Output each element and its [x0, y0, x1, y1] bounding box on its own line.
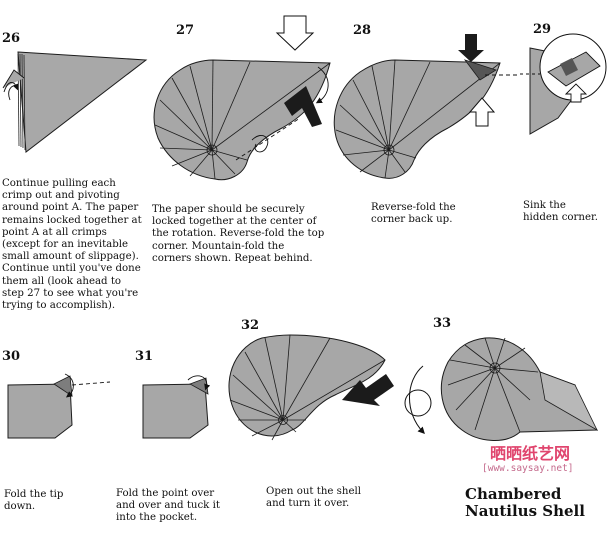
- step-31-figure: [142, 375, 211, 439]
- step-26-figure: [2, 51, 148, 153]
- step-29-figure: [520, 33, 607, 135]
- step-33-figure: [404, 337, 598, 441]
- step-27-figure: [153, 15, 331, 181]
- watermark-brand: 晒晒纸艺网: [490, 444, 571, 463]
- step-27-caption: The paper should be securely locked toge…: [152, 204, 325, 264]
- step-28-figure: [333, 34, 520, 179]
- watermark-url: [www.saysay.net]: [482, 463, 574, 474]
- step-30-figure: [7, 373, 111, 439]
- step-30-caption: Fold the tip down.: [4, 489, 64, 513]
- step-31-caption: Fold the point over and over and tuck it…: [116, 488, 220, 524]
- step-32-caption: Open out the shell and turn it over.: [266, 486, 361, 510]
- step-32-figure: [228, 334, 394, 441]
- step-33-number: 33: [433, 316, 452, 331]
- step-30-number: 30: [2, 349, 21, 364]
- diagram-title: Chambered Nautilus Shell: [465, 485, 585, 520]
- step-31-number: 31: [135, 349, 154, 364]
- step-27-number: 27: [176, 23, 195, 38]
- step-32-number: 32: [241, 318, 260, 333]
- step-26-number: 26: [2, 31, 21, 46]
- step-28-caption: Reverse-fold the corner back up.: [371, 202, 456, 226]
- step-29-caption: Sink the hidden corner.: [523, 200, 598, 224]
- step-28-number: 28: [353, 23, 372, 38]
- step-26-caption: Continue pulling each crimp out and pivo…: [2, 178, 142, 312]
- step-29-number: 29: [533, 22, 552, 37]
